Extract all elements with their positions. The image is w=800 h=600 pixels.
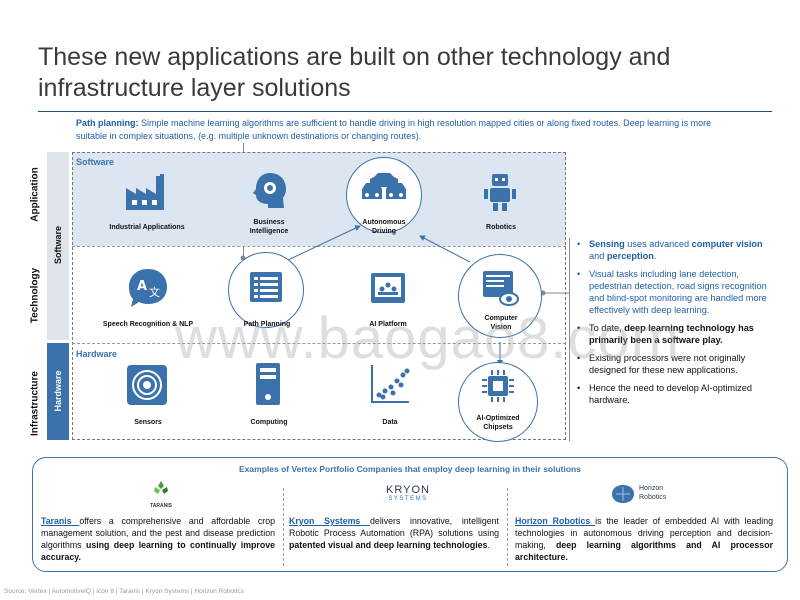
portfolio-title: Examples of Vertex Portfolio Companies t… <box>239 464 581 474</box>
kryon-description: Kryon Systems delivers innovative, intel… <box>289 516 499 550</box>
taranis-logo: TARANIS <box>146 480 176 512</box>
tech-caption: Path Planning <box>243 321 291 328</box>
infra-caption: Data <box>382 419 398 426</box>
insight-bullets: Sensing uses advanced computer vision an… <box>576 238 772 412</box>
eye-screen-icon <box>480 268 520 308</box>
autonomous-driving-circle <box>346 157 422 233</box>
app-caption: Robotics <box>486 224 516 231</box>
bullet-sensing: Sensing uses advanced computer vision an… <box>576 238 772 262</box>
horizon-link[interactable]: Horizon Robotics <box>515 516 596 526</box>
horizon-brain-icon <box>612 485 634 503</box>
infra-caption: AI-Optimized Chipsets <box>476 415 520 431</box>
tech-caption: Computer Vision <box>484 315 518 331</box>
cars-icon <box>360 170 408 204</box>
bullets-bracket <box>569 238 570 441</box>
server-icon <box>254 362 282 406</box>
stack-outline <box>72 152 566 440</box>
app-caption: Industrial Applications <box>109 224 185 231</box>
infra-caption: Sensors <box>134 419 162 426</box>
bullet-processors: Existing processors were not originally … <box>576 352 772 376</box>
svg-text:A: A <box>137 279 147 294</box>
taranis-description: Taranis offers a comprehensive and affor… <box>41 516 275 562</box>
robot-icon <box>480 170 520 214</box>
path-note-label: Path planning: <box>76 118 139 128</box>
horizon-description: Horizon Robotics is the leader of embedd… <box>515 516 774 562</box>
infra-caption: Computing <box>250 419 288 426</box>
app-caption: Business Intelligence <box>249 219 289 235</box>
leaf-icon <box>154 481 168 494</box>
list-icon <box>248 270 284 304</box>
platform-icon <box>368 270 408 306</box>
horizon-logo: Horizon Robotics <box>611 484 691 508</box>
path-planning-note: Path planning: Simple machine learning a… <box>76 117 716 143</box>
column-divider <box>283 488 284 566</box>
software-side-tab <box>47 152 69 340</box>
column-divider <box>507 488 508 566</box>
bullet-visual-tasks: Visual tasks including lane detection, p… <box>576 268 772 316</box>
path-note-text: Simple machine learning algorithms are s… <box>76 118 712 141</box>
source-footnote: Source: Vertex | AutomotiveIQ | Icon 8 |… <box>4 588 244 595</box>
kryon-logo: KRYON SYSTEMS <box>386 484 430 502</box>
bullet-ai-hardware: Hence the need to develop AI-optimized h… <box>576 382 772 406</box>
watermark: www.baogao8.com <box>175 306 681 371</box>
tech-caption: AI Platform <box>369 321 407 328</box>
brain-gear-icon <box>248 170 292 212</box>
bullet-software-play: To date, deep learning technology has pr… <box>576 322 772 346</box>
page-title: These new applications are built on othe… <box>38 43 671 102</box>
sensor-icon <box>126 364 168 406</box>
tech-caption: Speech Recognition & NLP <box>102 321 194 328</box>
row-divider-2 <box>72 343 566 344</box>
software-section-label: Software <box>76 157 115 167</box>
path-planning-circle <box>228 252 304 328</box>
app-caption: Autonomous Driving <box>362 219 406 235</box>
portfolio-box: Examples of Vertex Portfolio Companies t… <box>32 457 788 572</box>
kryon-link[interactable]: Kryon Systems <box>289 516 371 526</box>
hardware-side-tab <box>47 343 69 440</box>
svg-text:文: 文 <box>149 285 160 299</box>
row-divider-1 <box>72 246 566 247</box>
chip-icon <box>480 368 516 404</box>
title-divider <box>38 111 772 112</box>
taranis-link[interactable]: Taranis <box>41 516 80 526</box>
factory-icon <box>124 170 170 214</box>
hardware-section-label: Hardware <box>76 349 118 359</box>
scatter-icon <box>368 362 412 406</box>
